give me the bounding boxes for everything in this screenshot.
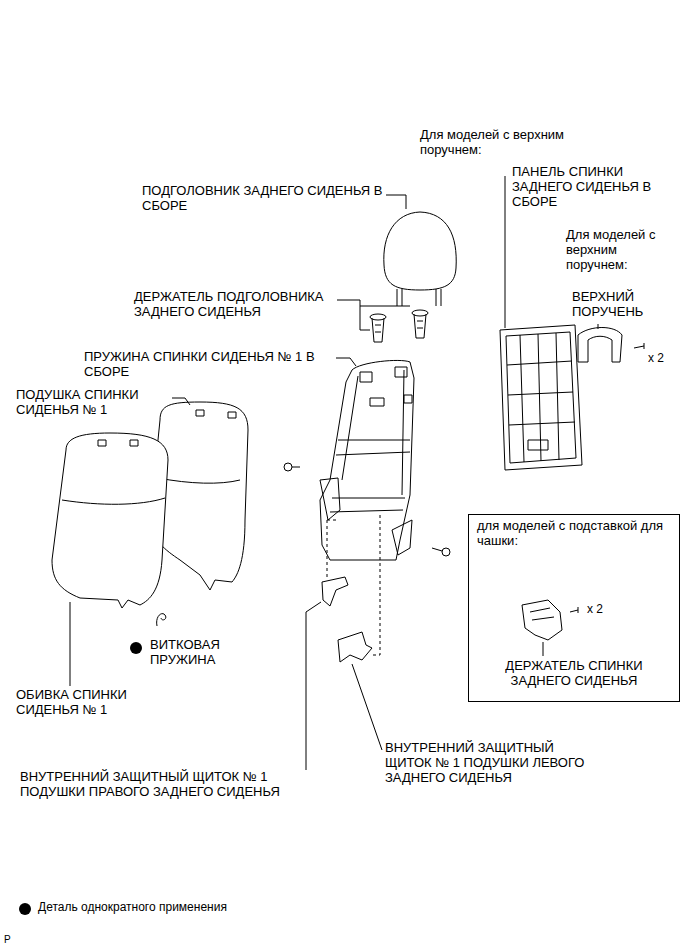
inset-box: для моделей с подставкой для чашки: x 2 ДЕ… xyxy=(468,514,680,702)
leader-line xyxy=(306,602,321,770)
part-label: ВНУТРЕННИЙ ЗАЩИТНЫЙ ЩИТОК № 1 ПОДУШКИ ЛЕ… xyxy=(385,741,585,786)
legend-text: Деталь однократного применения xyxy=(38,901,227,915)
leader-line xyxy=(352,664,382,750)
dashed-guide xyxy=(327,515,380,655)
leader-line xyxy=(172,398,190,405)
quantity-label: x 2 xyxy=(648,352,684,366)
screw-drawing xyxy=(634,343,644,349)
part-label: ПРУЖИНА СПИНКИ СИДЕНЬЯ № 1 В СБОРЕ xyxy=(84,350,342,380)
leader-line xyxy=(543,642,544,656)
leader-line xyxy=(505,176,506,328)
part-label: ОБИВКА СПИНКИ СИДЕНЬЯ № 1 xyxy=(16,688,156,718)
leader-line xyxy=(336,358,356,366)
bracket-drawing xyxy=(522,600,578,640)
part-label: ДЕРЖАТЕЛЬ СПИНКИ ЗАДНЕГО СИДЕНЬЯ xyxy=(479,659,669,689)
part-label: ВНУТРЕННИЙ ЗАЩИТНЫЙ ЩИТОК № 1 ПОДУШКИ ПР… xyxy=(20,770,302,800)
one-time-use-mark xyxy=(130,642,142,654)
model-note: Для моделей с верхним поручнем: xyxy=(566,228,662,273)
headrest-holder-drawing xyxy=(370,310,428,342)
bolt-drawing xyxy=(284,463,450,556)
armrest-drawing xyxy=(578,328,622,363)
part-label: ПОДГОЛОВНИК ЗАДНЕГО СИДЕНЬЯ В СБОРЕ xyxy=(142,184,394,214)
seatback-cover-drawing xyxy=(52,433,168,608)
part-label: ВЕРХНИЙ ПОРУЧЕНЬ xyxy=(572,290,658,320)
seat-frame-drawing xyxy=(320,360,414,560)
leader-line xyxy=(598,324,599,329)
back-panel-drawing xyxy=(500,325,582,470)
page-mark: P xyxy=(4,934,24,946)
part-label: ВИТКОВАЯ ПРУЖИНА xyxy=(150,638,240,668)
quantity-label: x 2 xyxy=(587,603,623,617)
part-label: ДЕРЖАТЕЛЬ ПОДГОЛОВНИКА ЗАДНЕГО СИДЕНЬЯ xyxy=(134,290,342,320)
leader-bracket xyxy=(337,300,410,330)
part-label: ПОДУШКА СПИНКИ СИДЕНЬЯ № 1 xyxy=(16,388,178,418)
leader-line xyxy=(70,602,71,686)
coil-spring-drawing xyxy=(157,614,166,626)
leader-line xyxy=(386,195,406,209)
inner-shield-drawing xyxy=(322,577,372,662)
headrest-drawing xyxy=(384,212,456,306)
part-label: ПАНЕЛЬ СПИНКИ ЗАДНЕГО СИДЕНЬЯ В СБОРЕ xyxy=(512,165,652,210)
model-note: Для моделей с верхним поручнем: xyxy=(420,128,610,158)
legend-dot xyxy=(19,903,31,915)
model-note: для моделей с подставкой для чашки: xyxy=(477,519,673,549)
